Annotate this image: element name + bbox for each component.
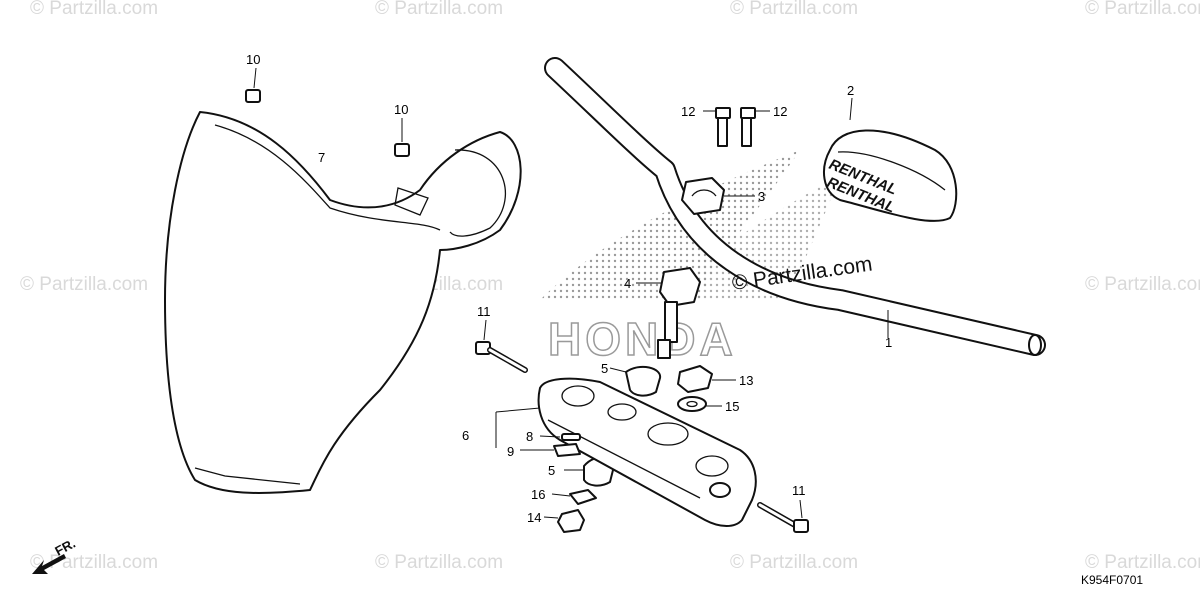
honda-logo-text: HONDA (548, 313, 737, 365)
callout-5: 5 (601, 361, 608, 376)
callout-1: 1 (885, 335, 892, 350)
part-5-bushing-upper (609, 365, 662, 397)
callout-14: 14 (527, 510, 541, 525)
part-13-nut (677, 365, 736, 393)
callout-3: 3 (758, 189, 765, 204)
part-10-clip-upper (245, 67, 261, 103)
callout-10: 10 (246, 52, 260, 67)
part-16-washer (551, 489, 597, 505)
callout-16: 16 (531, 487, 545, 502)
callout-5: 5 (548, 463, 555, 478)
callout-labels: 10 10 7 2 12 12 3 4 1 11 5 13 15 6 8 9 5… (246, 52, 892, 525)
part-12-bolt-left (703, 107, 731, 147)
callout-10: 10 (394, 102, 408, 117)
watermark-grid: © Partzilla.com © Partzilla.com © Partzi… (20, 0, 1200, 573)
part-2-bar-pad: RENTHAL RENTHAL (823, 97, 958, 222)
callout-2: 2 (847, 83, 854, 98)
part-11-bolt-left (475, 319, 528, 373)
callout-7: 7 (318, 150, 325, 165)
watermark-text: © Partzilla.com (20, 274, 148, 295)
watermark-text: © Partzilla.com (730, 552, 858, 573)
watermark-text: © Partzilla.com (730, 0, 858, 19)
part-1-handlebar (544, 57, 1046, 356)
callout-4: 4 (624, 276, 631, 291)
watermark-text: © Partzilla.com (1085, 0, 1200, 19)
watermark-text: © Partzilla.com (1085, 552, 1200, 573)
part-4-lower-holder (636, 267, 701, 359)
callout-6: 6 (462, 428, 469, 443)
part-14-nut (543, 509, 585, 533)
part-8-pin (539, 433, 581, 441)
watermark-text: © Partzilla.com (30, 0, 158, 19)
part-7-number-plate (164, 111, 522, 494)
callout-13: 13 (739, 373, 753, 388)
part-11-bolt-right (757, 499, 809, 533)
honda-wing-logo: HONDA (540, 150, 840, 366)
watermark-text: © Partzilla.com (1085, 274, 1200, 295)
part-10-clip-lower (394, 118, 410, 157)
part-12-bolt-right (740, 107, 770, 147)
part-15-washer (677, 396, 722, 412)
watermark-text: © Partzilla.com (375, 552, 503, 573)
callout-12: 12 (773, 104, 787, 119)
callout-11: 11 (477, 304, 491, 319)
callout-9: 9 (507, 444, 514, 459)
diagram-code: K954F0701 (1081, 573, 1143, 587)
part-6-top-bridge (495, 377, 757, 527)
callout-11: 11 (792, 483, 806, 498)
callout-8: 8 (526, 429, 533, 444)
part-3-upper-holder (681, 177, 755, 215)
callout-15: 15 (725, 399, 739, 414)
callout-12: 12 (681, 104, 695, 119)
part-9-plate (520, 443, 581, 457)
watermark-text: © Partzilla.com (375, 0, 503, 19)
